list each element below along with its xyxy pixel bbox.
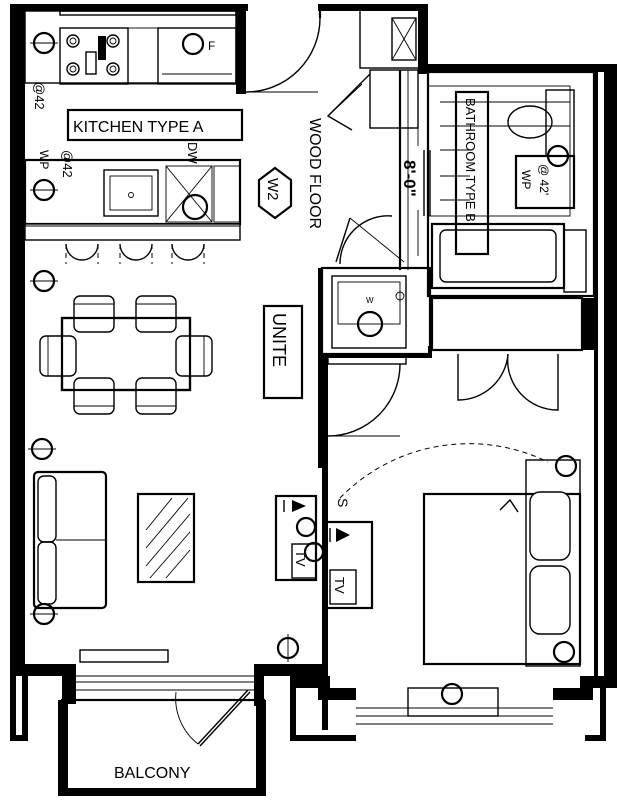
unit-label: UNITE bbox=[269, 313, 289, 367]
window-tag-label: W2 bbox=[264, 178, 281, 201]
switch-label: S bbox=[335, 498, 351, 507]
bathroom-label: BATHROOM TYPE B bbox=[463, 98, 478, 222]
balcony-label: BALCONY bbox=[114, 765, 191, 782]
interior-walls bbox=[318, 268, 432, 468]
kitchen-label: KITCHEN TYPE A bbox=[73, 119, 204, 136]
entry-closet bbox=[326, 9, 423, 270]
dishwasher-label: DW bbox=[185, 142, 200, 164]
outlet-height-label-1: @42 bbox=[32, 82, 47, 110]
outlet-height-label-2: @42 bbox=[60, 150, 75, 178]
wp-label-bath: WP bbox=[519, 170, 533, 189]
outlet-height-label-bath: @ 42' bbox=[537, 164, 551, 195]
tv-label-bedroom: TV bbox=[332, 577, 347, 594]
window-tag: W2 bbox=[257, 166, 293, 220]
hall-closet bbox=[430, 296, 594, 411]
balcony bbox=[58, 649, 266, 796]
kitchen: F @42 @42 WP KITCHEN TYPE A DW bbox=[23, 10, 244, 293]
bedroom: TV S bbox=[303, 353, 582, 730]
entry-door bbox=[245, 4, 345, 93]
exterior-walls bbox=[10, 4, 617, 741]
dining-set bbox=[39, 295, 213, 415]
living-room: TV UNITE WOOD FLOOR bbox=[28, 118, 323, 662]
wood-floor-label: WOOD FLOOR bbox=[306, 118, 323, 229]
dimension-label: 8'-0" bbox=[400, 160, 419, 197]
fridge-label: F bbox=[208, 39, 215, 53]
bathroom: BATHROOM TYPE B @ 42' WP 8'-0" bbox=[400, 70, 596, 298]
washer-label: W bbox=[366, 296, 374, 305]
laundry: W bbox=[320, 215, 432, 356]
